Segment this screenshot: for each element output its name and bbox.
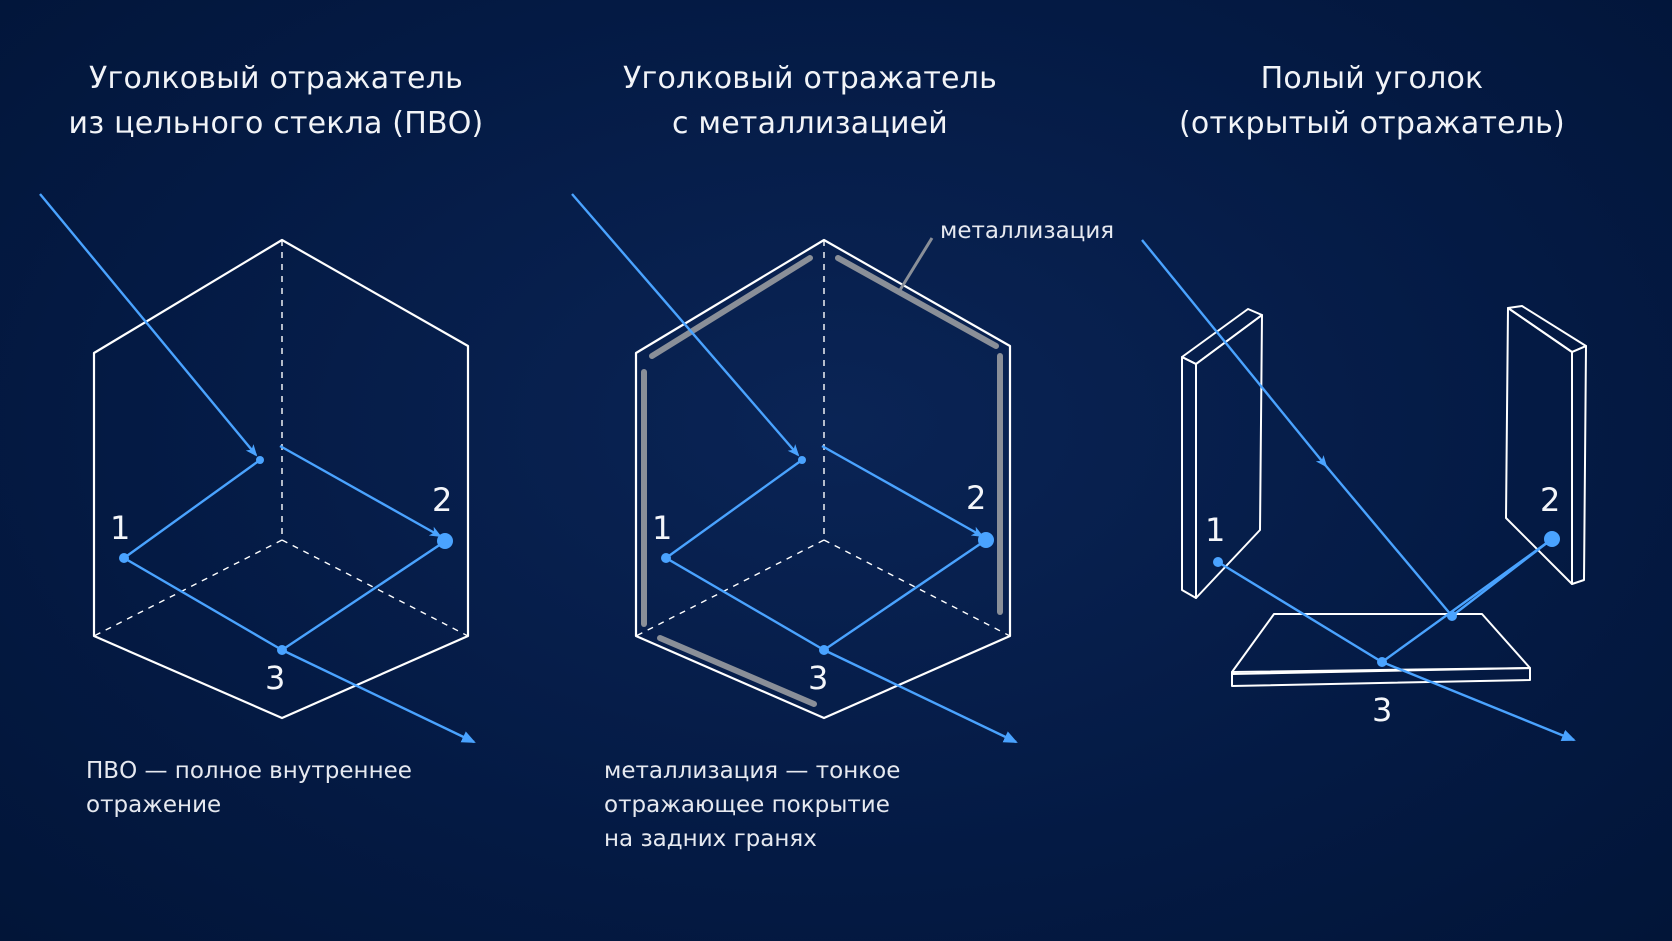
panel-1-outgoing-ray	[281, 648, 476, 744]
panel-3-point-3	[1377, 657, 1387, 667]
panel-3-title-line-2: (открытый отражатель)	[1179, 106, 1565, 141]
panel-1-hidden-edges	[93, 240, 469, 637]
panel-3-point-2	[1544, 531, 1560, 547]
panel-1-entry-point	[256, 456, 264, 464]
panel-2-note: металлизация — тонкое отражающее покрыти…	[604, 754, 900, 856]
panel-2-note-line-3: на задних гранях	[604, 826, 817, 852]
panel-1-cube	[92, 238, 470, 720]
panel-3-bottom-mirror	[1231, 613, 1531, 687]
panel-3-label-3: 3	[1372, 691, 1393, 729]
panel-2-title: Уголковый отражатель с металлизацией	[550, 56, 1070, 146]
panel-2-rays	[571, 193, 1018, 744]
panel-2-label-3: 3	[808, 659, 829, 697]
panel-2-entry-point	[798, 456, 806, 464]
panel-3-plates	[1181, 305, 1587, 687]
panel-2-incoming-ray	[571, 193, 800, 457]
panel-3-label-1: 1	[1205, 511, 1226, 549]
panel-1-point-3	[277, 645, 287, 655]
panel-1-label-3: 3	[265, 659, 286, 697]
panel-3-points	[1213, 531, 1560, 667]
panel-3-incoming-ray	[1141, 239, 1328, 468]
panel-2-point-3	[819, 645, 829, 655]
panel-1-point-1	[119, 553, 129, 563]
panel-1-point-2	[437, 533, 453, 549]
panel-2-point-1	[661, 553, 671, 563]
panel-2-metal-coating	[641, 255, 1003, 707]
panel-2-label-2: 2	[966, 479, 987, 517]
panel-2-cube	[634, 237, 1012, 720]
panel-2-points	[661, 456, 994, 655]
panel-2-callout-leader	[898, 237, 934, 291]
panel-2-reflection-path	[663, 459, 987, 652]
panel-2-cube-outline	[634, 238, 1012, 720]
panel-1-points	[119, 456, 453, 655]
panel-3-point-1	[1213, 557, 1223, 567]
panel-1-inner-ray	[279, 444, 442, 538]
panel-3-right-mirror	[1505, 305, 1587, 585]
panel-1-label-2: 2	[432, 481, 453, 519]
panel-3-bottom-hit	[1447, 611, 1457, 621]
panel-2-outgoing-ray	[823, 648, 1018, 744]
panel-1-title-line-2: из цельного стекла (ПВО)	[68, 106, 484, 141]
panel-3-title-line-1: Полый уголок	[1260, 61, 1484, 96]
panel-2-hidden-edges	[635, 240, 1011, 637]
panel-3-reflection-path	[1217, 541, 1549, 664]
panel-2-label-1: 1	[652, 509, 673, 547]
panel-3-outgoing-ray	[1381, 660, 1576, 742]
panel-1-note: ПВО — полное внутреннее отражение	[86, 754, 412, 822]
panel-2-inner-ray	[821, 444, 984, 538]
panel-1-label-1: 1	[110, 509, 131, 547]
panel-3-left-mirror	[1181, 308, 1263, 599]
panel-2-title-line-1: Уголковый отражатель	[623, 61, 997, 96]
panel-1-title-line-1: Уголковый отражатель	[89, 61, 463, 96]
panel-1-note-line-1: ПВО — полное внутреннее	[86, 758, 412, 784]
panel-1-rays	[39, 193, 476, 744]
panel-2-callout-metallization: металлизация	[940, 218, 1115, 244]
panel-2-note-line-2: отражающее покрытие	[604, 792, 890, 818]
panel-2-title-line-2: с металлизацией	[671, 106, 949, 141]
panel-3-title: Полый уголок (открытый отражатель)	[1112, 56, 1632, 146]
panel-3-rays	[1141, 239, 1576, 742]
panel-1-reflection-path	[121, 459, 445, 652]
panel-1-title: Уголковый отражатель из цельного стекла …	[16, 56, 536, 146]
panel-2-point-2	[978, 532, 994, 548]
panel-3-incoming-ray-cont	[1325, 465, 1453, 617]
panel-1-incoming-ray	[39, 193, 258, 457]
panel-1-cube-outline	[92, 238, 470, 720]
panel-3-label-2: 2	[1540, 481, 1561, 519]
panel-1-note-line-2: отражение	[86, 792, 222, 818]
panel-2-note-line-1: металлизация — тонкое	[604, 758, 901, 784]
